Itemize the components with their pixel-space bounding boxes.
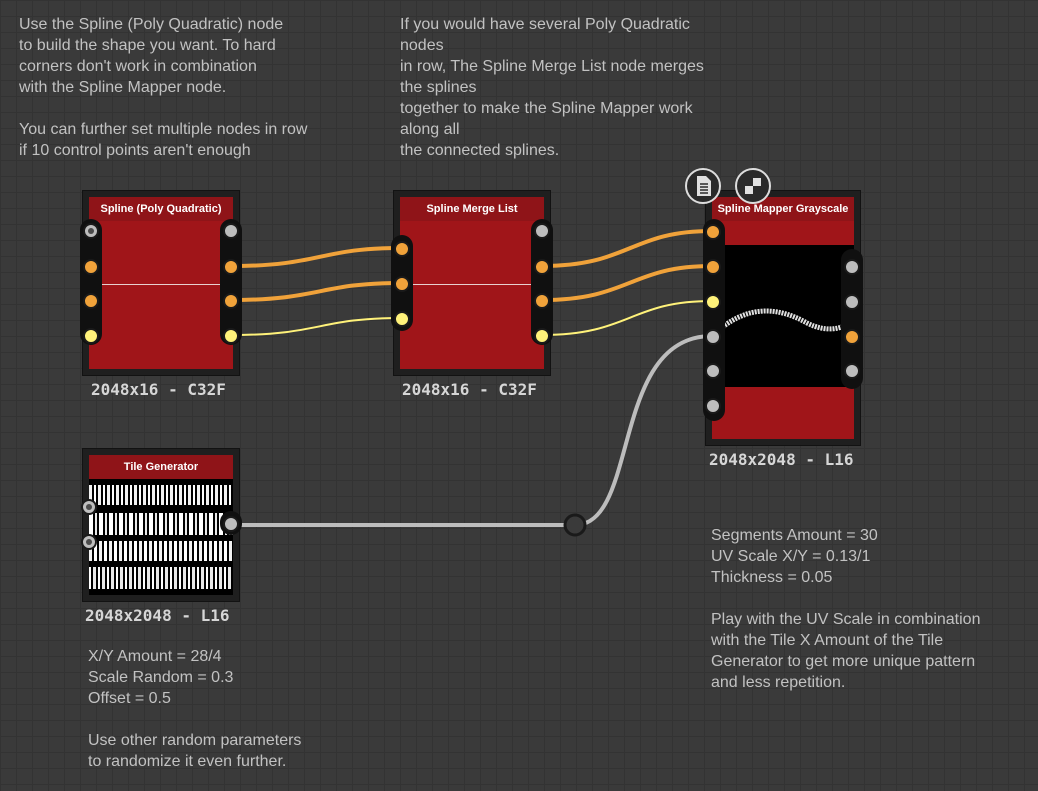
input-port[interactable] — [705, 259, 721, 275]
output-port[interactable] — [223, 293, 239, 309]
wire-merge-to-mapper-2[interactable] — [541, 264, 713, 302]
node-title: Spline Mapper Grayscale — [712, 197, 854, 221]
checker-preview-icon[interactable] — [735, 168, 771, 204]
output-rail — [531, 219, 553, 345]
comment-tile-settings: X/Y Amount = 28/4 Scale Random = 0.3 Off… — [88, 648, 302, 770]
output-rail — [841, 249, 863, 389]
reroute-dot[interactable] — [563, 513, 587, 537]
spline-preview-line — [89, 284, 233, 285]
wire-reroute-to-mapper[interactable] — [574, 334, 713, 527]
input-port[interactable] — [705, 398, 721, 414]
comment-merge-usage: If you would have several Poly Quadratic… — [400, 16, 704, 159]
input-port[interactable] — [81, 499, 97, 515]
comment-mapper-settings: Segments Amount = 30 UV Scale X/Y = 0.13… — [711, 527, 981, 691]
input-port[interactable] — [705, 224, 721, 240]
wire-merge-to-mapper-3[interactable] — [541, 300, 713, 336]
output-port[interactable] — [223, 223, 239, 239]
comment-spline-usage: Use the Spline (Poly Quadratic) node to … — [19, 16, 308, 159]
output-port[interactable] — [844, 294, 860, 310]
node-resolution: 2048x2048 - L16 — [709, 450, 854, 469]
node-preview — [89, 221, 233, 369]
input-port[interactable] — [83, 223, 99, 239]
mapper-black-area — [712, 245, 854, 387]
output-port[interactable] — [534, 223, 550, 239]
output-port[interactable] — [223, 328, 239, 344]
node-spline-merge-list[interactable]: Spline Merge List — [391, 190, 553, 376]
input-port[interactable] — [394, 241, 410, 257]
input-port[interactable] — [705, 329, 721, 345]
node-resolution: 2048x16 - C32F — [91, 380, 226, 399]
output-port[interactable] — [844, 329, 860, 345]
input-port[interactable] — [705, 363, 721, 379]
output-port[interactable] — [844, 363, 860, 379]
wire-spline-to-merge-2[interactable] — [231, 281, 401, 302]
output-port[interactable] — [223, 516, 239, 532]
node-spline-mapper-grayscale[interactable]: Spline Mapper Grayscale — [703, 190, 863, 446]
input-rail — [703, 219, 725, 421]
wire-merge-to-mapper-1[interactable] — [541, 229, 713, 268]
output-rail — [220, 219, 242, 345]
input-rail — [80, 219, 102, 345]
document-icon[interactable] — [685, 168, 721, 204]
input-port[interactable] — [394, 311, 410, 327]
node-spline-poly-quadratic[interactable]: Spline (Poly Quadratic) — [80, 190, 242, 376]
spline-preview-line — [400, 284, 544, 285]
input-port[interactable] — [83, 293, 99, 309]
mapped-spline-preview — [718, 308, 854, 332]
node-preview — [712, 221, 854, 439]
node-resolution: 2048x2048 - L16 — [85, 606, 230, 625]
wire-spline-to-merge-1[interactable] — [231, 246, 401, 268]
node-resolution: 2048x16 - C32F — [402, 380, 537, 399]
node-tile-generator[interactable]: Tile Generator — [81, 448, 242, 602]
output-port[interactable] — [534, 259, 550, 275]
wire-spline-to-merge-3[interactable] — [231, 317, 401, 336]
node-preview — [400, 221, 544, 369]
output-port[interactable] — [534, 293, 550, 309]
output-port[interactable] — [534, 328, 550, 344]
tile-pattern-row-2 — [89, 513, 233, 535]
node-title: Spline Merge List — [400, 197, 544, 221]
output-port[interactable] — [844, 259, 860, 275]
input-port[interactable] — [394, 276, 410, 292]
output-port[interactable] — [223, 259, 239, 275]
tile-pattern-row-1 — [89, 485, 233, 505]
node-preview — [89, 479, 233, 595]
node-title: Tile Generator — [89, 455, 233, 479]
tile-pattern-row-4 — [89, 567, 233, 589]
input-port[interactable] — [705, 294, 721, 310]
tile-pattern-row-3 — [89, 541, 233, 561]
node-title: Spline (Poly Quadratic) — [89, 197, 233, 221]
input-port[interactable] — [83, 328, 99, 344]
input-port[interactable] — [83, 259, 99, 275]
input-port[interactable] — [81, 534, 97, 550]
